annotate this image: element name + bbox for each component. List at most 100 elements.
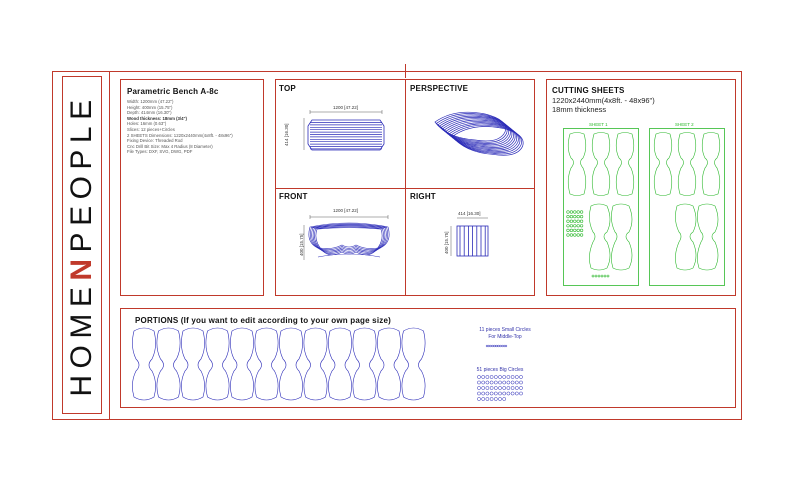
big-circle (514, 391, 519, 396)
big-circle (489, 391, 494, 396)
small-circle (489, 344, 492, 348)
big-circle (477, 386, 481, 390)
sheet-1-label: SHEET 1 (589, 122, 608, 127)
hole-circle (576, 210, 580, 214)
hole-circle (573, 233, 577, 237)
portion-piece (156, 327, 181, 401)
small-circle (495, 344, 498, 348)
info-panel: Parametric Bench A-8c Width: 1200mm (47.… (120, 79, 264, 296)
small-circle (502, 344, 506, 348)
sheet-part (653, 132, 673, 196)
front-ring (314, 226, 384, 254)
hole-circle (580, 224, 584, 228)
hole-circle (580, 219, 584, 223)
right-height-dim: 400 [15.75] (444, 231, 449, 254)
hole-circle (573, 224, 577, 228)
big-circles-drawing (477, 375, 523, 401)
hole-circle (606, 274, 610, 278)
hole-circle (569, 233, 573, 237)
front-view-drawing (303, 215, 390, 260)
big-circle (510, 391, 515, 396)
big-circle (485, 386, 490, 390)
cutting-panel: CUTTING SHEETS 1220x2440mm(4x8ft. - 48x9… (546, 79, 736, 296)
view-front-title: FRONT (279, 192, 308, 201)
small-circle (499, 344, 502, 348)
hole-circle (597, 274, 601, 278)
portion-piece (352, 327, 377, 401)
spec-line: Holes: 16mm (0.63") (127, 121, 167, 127)
small-circles-drawing (485, 344, 508, 348)
spec-line: Fixing Device: Threaded Rod (127, 138, 183, 144)
big-circle (506, 386, 511, 390)
portion-piece (230, 327, 254, 401)
hole-circle (566, 224, 570, 228)
hole-circle (591, 274, 595, 278)
portion-piece (132, 327, 156, 401)
big-circle (510, 380, 515, 385)
small-circle (493, 344, 496, 348)
portions-title: PORTIONS (If you want to edit according … (135, 316, 391, 325)
big-circle (502, 375, 507, 379)
hole-circle (569, 210, 573, 214)
perspective-drawing (434, 111, 524, 156)
big-circle (477, 375, 481, 379)
bench-slice-outline (439, 115, 511, 146)
front-width-dim: 1200 [47.22] (333, 208, 359, 213)
hole-circle (603, 274, 607, 278)
spec-line: Width: 1200mm (47.22") (127, 99, 174, 104)
big-circle (510, 375, 515, 379)
big-circle (493, 397, 498, 401)
views-divider-v (405, 79, 406, 296)
big-circle (489, 375, 494, 379)
front-ring (311, 224, 387, 252)
bench-slice-outline (434, 111, 506, 142)
cutting-size: 1220x2440mm(4x8ft. - 48x96") (552, 96, 655, 105)
hole-circle (576, 224, 580, 228)
spec-line: Depth: 414mm (16.30") (127, 110, 172, 116)
spec-line: 2 SHEETS Dimensions: 1220x2440mm(4x8ft. … (127, 132, 233, 138)
big-circle (481, 391, 486, 396)
portion-piece (254, 327, 279, 401)
portion-piece (279, 327, 303, 401)
front-ring (312, 225, 386, 253)
sheet-part (611, 203, 633, 271)
brand-accent: N (65, 252, 98, 281)
hole-circle (569, 219, 573, 223)
front-height-dim: 400 [15.75] (299, 233, 304, 256)
bench-slice-outline (436, 113, 508, 143)
big-circle (519, 380, 523, 385)
small-circle (501, 344, 504, 348)
front-ring (315, 227, 383, 256)
view-top-title: TOP (279, 84, 296, 93)
spec-line: Slices: 12 pieces+Circles (127, 126, 175, 132)
hole-circle (580, 228, 584, 232)
bench-slice-outline (437, 114, 510, 144)
bench-slice-outline (442, 118, 514, 148)
big-circle (481, 380, 486, 385)
sheet-part (697, 203, 719, 271)
sheet-part (675, 203, 697, 271)
hole-circle (576, 228, 580, 232)
frame-bottom-line (52, 419, 742, 420)
big-circle (498, 375, 502, 379)
big-circle (519, 386, 523, 390)
big-circle (510, 386, 515, 390)
hole-circle (576, 219, 580, 223)
brand-logo: HOMENPEOPLE (65, 93, 99, 396)
hole-circle (573, 214, 577, 219)
bench-slice-outline (452, 126, 524, 156)
hole-circle (569, 228, 573, 232)
spec-line: Wood thickness: 18mm (3/4") (127, 115, 187, 121)
small-circles-label-1: 11 pieces Small Circles (479, 327, 531, 333)
right-depth-dim: 414 [16.30] (458, 211, 481, 216)
big-circle (502, 397, 507, 401)
small-circle (485, 344, 489, 348)
hole-circle (573, 228, 577, 232)
hole-circle (569, 224, 573, 228)
front-base-curve (317, 253, 381, 258)
big-circle (502, 380, 507, 385)
big-circle (519, 375, 523, 379)
big-circle (481, 375, 486, 379)
bench-slice-outline (440, 117, 513, 147)
spec-line: File Types: DXF, SVG, DWG, PDF (127, 149, 193, 155)
